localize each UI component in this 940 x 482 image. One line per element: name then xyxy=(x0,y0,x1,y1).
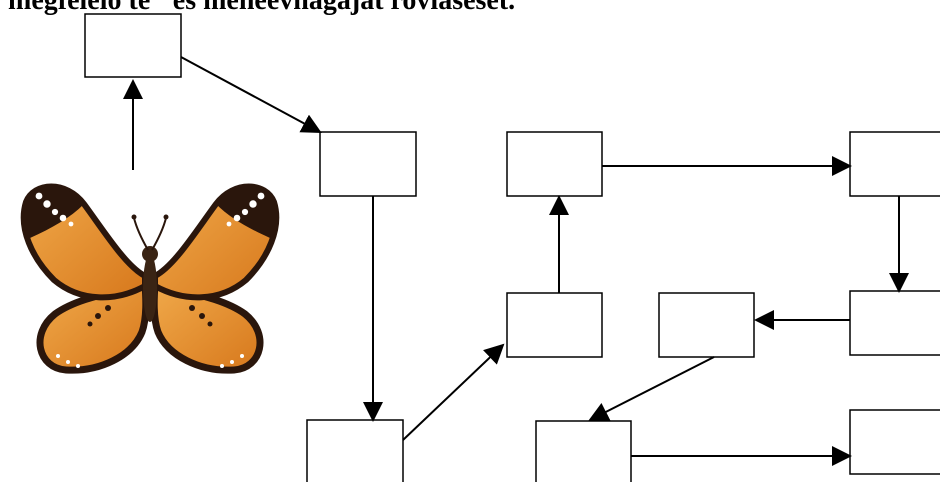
left-hind-wing xyxy=(36,279,150,374)
box-center-right xyxy=(658,292,755,358)
butterfly-head xyxy=(142,246,158,262)
right-antenna xyxy=(151,217,167,251)
box-top-left xyxy=(84,13,182,78)
hindwing-dark-spots xyxy=(87,305,213,327)
box-right-bottom xyxy=(849,409,940,475)
diagram-arrows xyxy=(123,56,909,466)
box-bottom-left xyxy=(306,419,404,482)
arrow-center-right-to-bottom-mid xyxy=(588,356,715,421)
box-mid-upper xyxy=(506,131,603,197)
page-heading: megfelelő té" és meneevnagajat roviasese… xyxy=(8,0,516,16)
arrow-bottom-left-to-mid-lower xyxy=(402,343,505,441)
wing-spots xyxy=(35,192,265,368)
diagram-boxes xyxy=(84,13,940,482)
box-bottom-mid xyxy=(535,420,632,482)
butterfly-image xyxy=(20,183,280,374)
box-mid-lower xyxy=(506,292,603,358)
arrow-top-left-to-upper-mid xyxy=(180,56,322,133)
left-antenna xyxy=(133,217,149,251)
butterfly-body xyxy=(143,254,157,322)
right-hind-wing xyxy=(150,279,264,374)
box-right-upper xyxy=(849,131,940,197)
box-right-middle xyxy=(849,290,940,356)
box-upper-mid xyxy=(319,131,417,197)
